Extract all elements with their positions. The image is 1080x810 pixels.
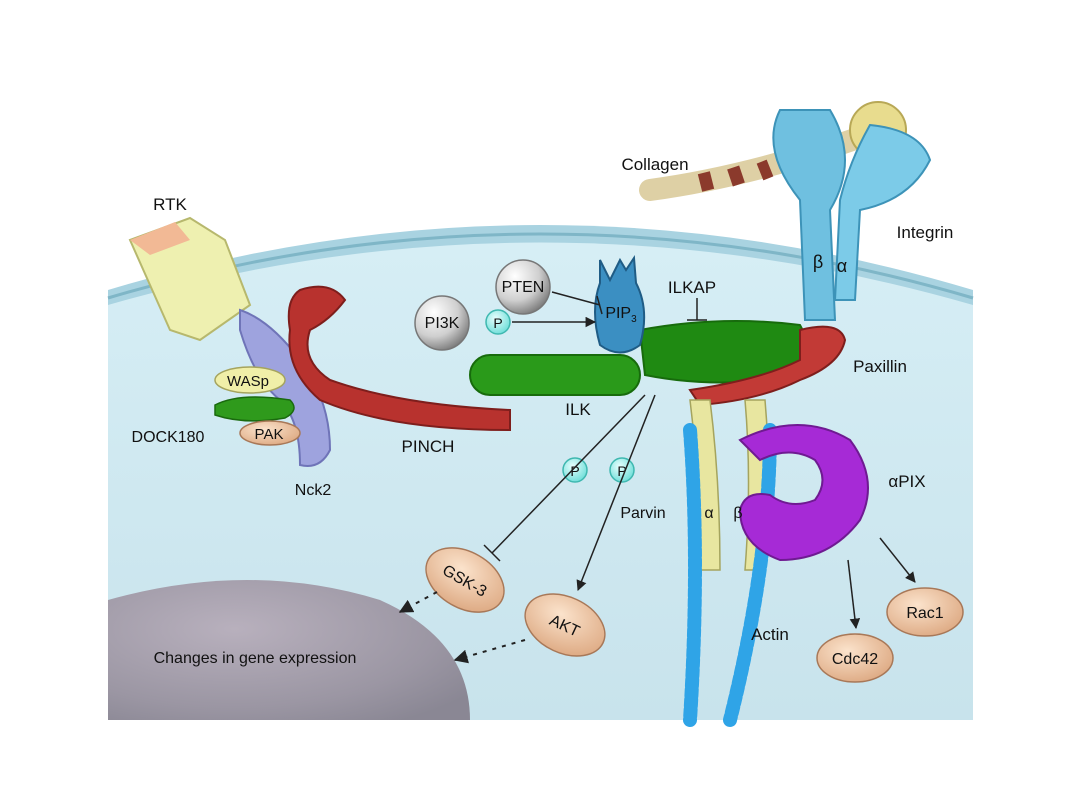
actin-filament-right: [723, 423, 777, 727]
parvin-label: Parvin: [620, 505, 665, 522]
ilk-inhibits-gsk3: [483, 394, 646, 562]
wasp-label: WASp: [227, 373, 269, 390]
ilkap-inhibits-ilk: [687, 298, 707, 321]
dock180: [214, 396, 295, 422]
paxillin: [688, 325, 847, 407]
integrin-label: Integrin: [897, 223, 954, 242]
gsk3-to-nucleus-arrows: [398, 591, 438, 613]
nucleus: [108, 580, 470, 720]
pip3: [594, 255, 646, 354]
rac1-label: Rac1: [906, 605, 943, 622]
pix-to-rac1-arrow: [879, 537, 916, 583]
pten-sphere: [495, 259, 551, 315]
integrin-beta-label: β: [813, 252, 823, 272]
cdc42-label: Cdc42: [832, 651, 878, 668]
parvin-beta-label: β: [733, 505, 742, 522]
paxillin-label: Paxillin: [853, 357, 907, 376]
pten-inhibits-pip3: [551, 291, 603, 315]
parvin-alpha-label: α: [704, 505, 713, 522]
rac1-node: [886, 587, 964, 637]
rtk: [128, 216, 252, 342]
gene-expression-label: Changes in gene expression: [154, 650, 357, 667]
cdc42-node: [816, 633, 894, 683]
pip3-main: PIP: [605, 305, 631, 322]
pip3-subscript: 3: [631, 314, 637, 325]
wasp: [214, 366, 286, 394]
pak: [239, 420, 301, 446]
pak-label: PAK: [255, 426, 284, 443]
integrin: [772, 109, 932, 321]
dock180-label: DOCK180: [132, 429, 205, 446]
pinch-label: PINCH: [402, 437, 455, 456]
collagen-label: Collagen: [621, 155, 688, 174]
pinch: [287, 285, 511, 432]
phospho-pi3k: P: [485, 309, 511, 335]
phospho-label-1: P: [493, 315, 502, 331]
nck2-label: Nck2: [295, 482, 332, 499]
ilk-activates-akt: [576, 394, 656, 591]
gsk3-node: [425, 547, 505, 613]
pi3k-sphere: [414, 295, 470, 351]
pix-to-cdc42-arrow: [847, 559, 861, 630]
phospho-label-2: P: [570, 463, 579, 479]
alpha-pix-label: αPIX: [888, 472, 925, 491]
alpha-pix: [738, 424, 869, 562]
rtk-label: RTK: [153, 195, 187, 214]
actin-filament-left: [683, 423, 702, 727]
akt-to-nucleus-arrows: [453, 639, 526, 664]
ilk-label: ILK: [565, 400, 591, 419]
ilkap-label: ILKAP: [668, 278, 716, 297]
pip3-label: PIP3: [605, 305, 637, 325]
integrin-alpha-label: α: [837, 256, 847, 276]
phospho-gsk3: P: [562, 457, 588, 483]
pten-label: PTEN: [502, 279, 545, 296]
pi3k-label: PI3K: [425, 315, 460, 332]
phospho-label-3: P: [617, 463, 626, 479]
actin-label: Actin: [751, 625, 789, 644]
akt-node: [524, 593, 606, 657]
